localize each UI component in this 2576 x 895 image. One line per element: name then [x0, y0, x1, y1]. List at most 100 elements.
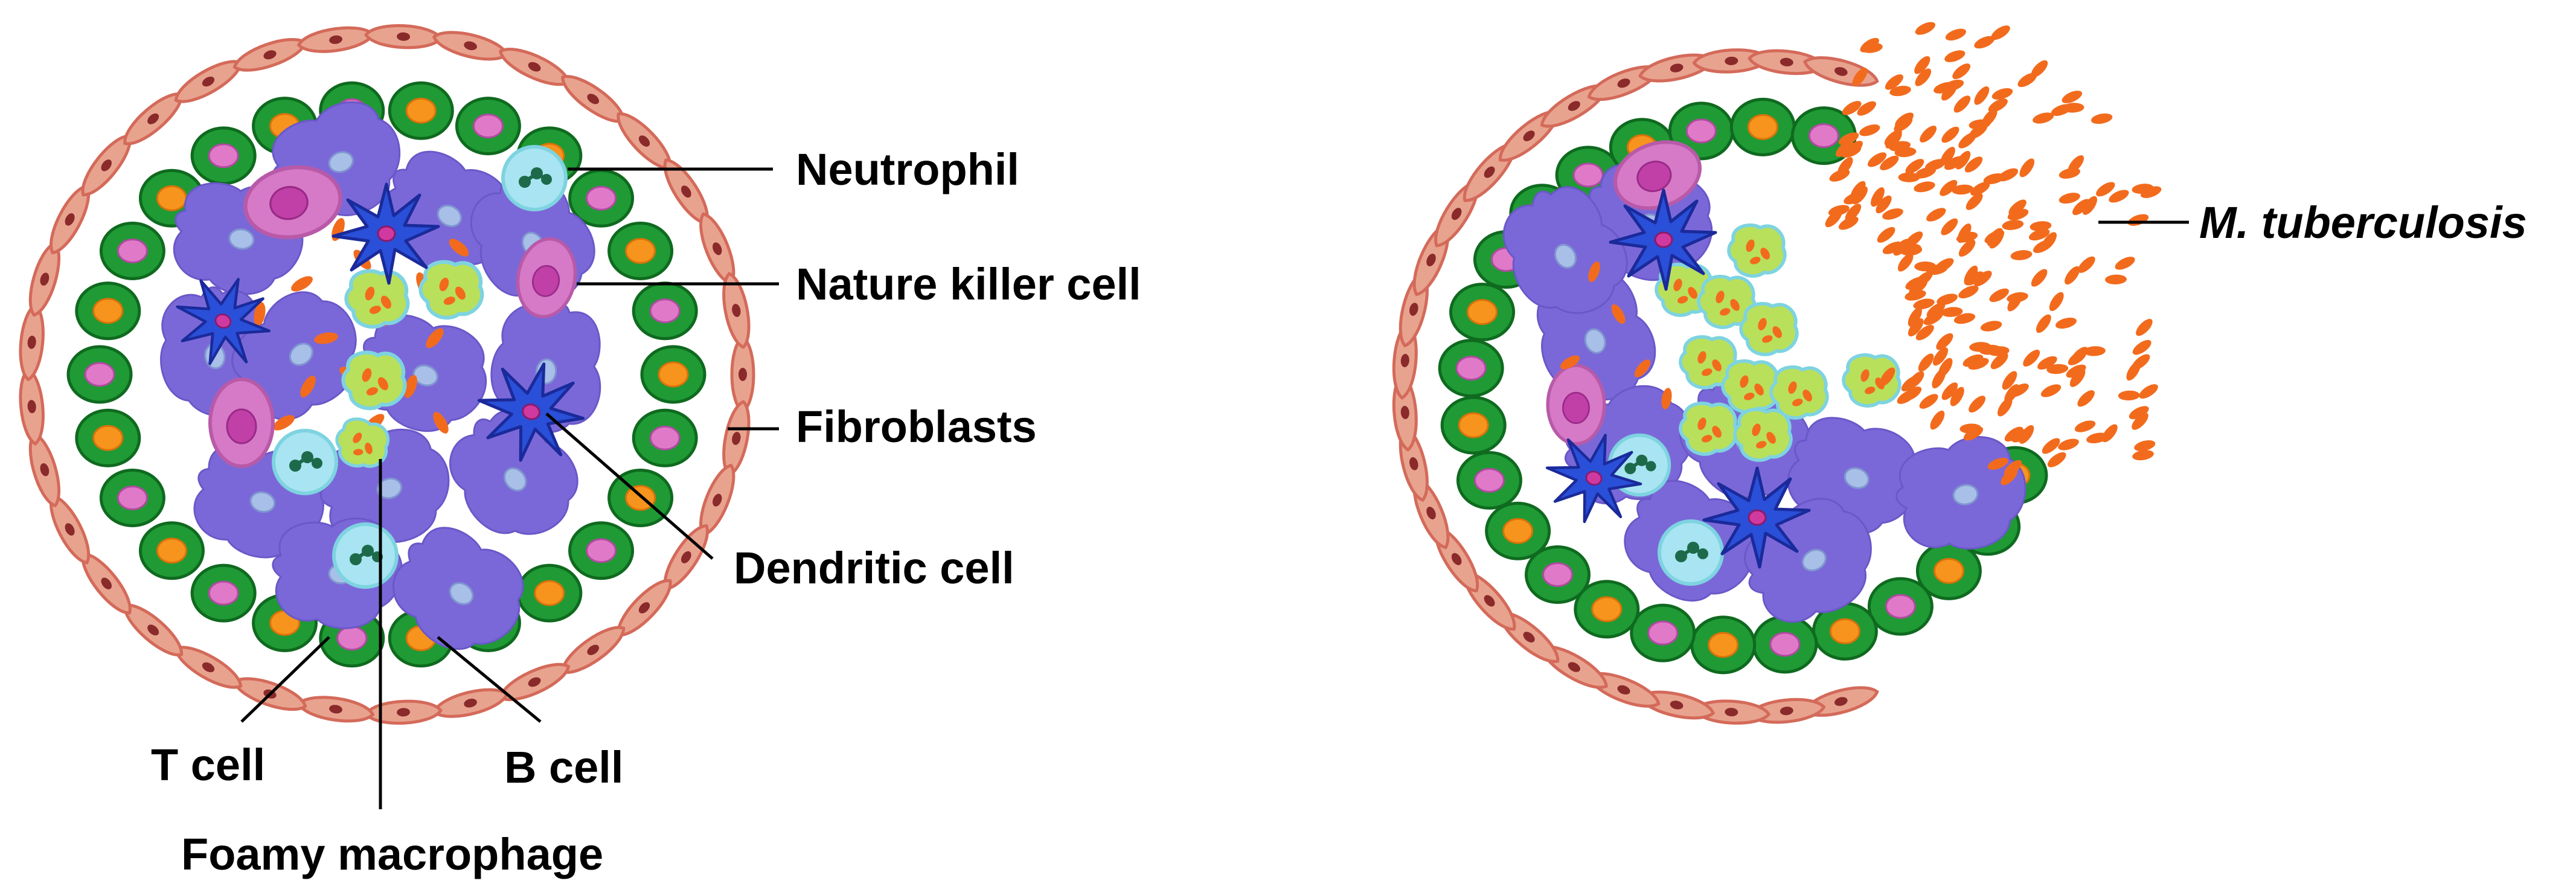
fibroblast-icon	[297, 693, 374, 725]
fibroblast-icon	[24, 431, 65, 508]
foamy-macrophage-icon	[1735, 409, 1791, 460]
neutrophil-icon	[274, 431, 336, 493]
bacterium-icon	[2113, 254, 2137, 273]
b-cell-icon	[68, 347, 131, 402]
bacterium-icon	[2057, 190, 2081, 206]
fibroblast-icon	[365, 24, 441, 50]
bacterium-icon	[1951, 92, 1973, 115]
neutrophil-icon	[334, 524, 397, 587]
fibroblast-icon	[170, 53, 246, 109]
leader-lines	[240, 167, 2189, 809]
b-cell-icon	[1869, 579, 1932, 634]
fibroblast-icon	[432, 684, 510, 722]
bacterium-icon	[2118, 390, 2141, 401]
t-cell-icon	[77, 283, 139, 339]
t-cell-icon	[609, 223, 672, 279]
fibroblast-icon	[18, 368, 46, 445]
fibroblast-icon	[24, 240, 65, 318]
bacterium-icon	[1971, 83, 1992, 107]
foamy-macrophage-icon	[343, 353, 405, 408]
bacterium-icon	[2056, 436, 2081, 453]
bacterium-icon	[1912, 179, 1937, 194]
t-cell-icon	[389, 83, 452, 138]
b-cell-icon	[633, 283, 696, 339]
bacterium-icon	[2136, 381, 2161, 402]
bacterium-icon	[1917, 391, 1941, 412]
foamy-macrophage-icon	[346, 271, 408, 327]
b-cell-icon	[633, 410, 696, 466]
b-cell-icon	[101, 470, 164, 525]
fibroblasts-label: Fibroblasts	[796, 402, 1037, 452]
b-cell-icon	[101, 223, 164, 279]
bacterium-icon	[1943, 48, 1967, 65]
bacterium-icon	[2016, 156, 2037, 180]
b-cell-icon	[1440, 341, 1502, 396]
t-cell-icon	[1451, 284, 1514, 340]
fibroblast-icon	[496, 656, 573, 707]
bacterium-icon	[2090, 112, 2113, 126]
bacterium-icon	[2130, 337, 2154, 358]
t-cell-label: T cell	[151, 740, 265, 790]
bacterium-icon	[2074, 387, 2098, 409]
foamy-macrophage-icon	[420, 262, 482, 318]
bacterium-icon	[2039, 382, 2063, 400]
t-cell-icon	[1487, 503, 1549, 559]
bacterium-icon	[1939, 124, 1962, 146]
t-cell-leader	[240, 636, 330, 723]
dendritic-cell-leader	[545, 412, 714, 560]
bacterium-icon	[1924, 205, 1948, 225]
fibroblast-icon	[432, 27, 510, 65]
foamy-macrophage-icon	[1729, 225, 1785, 276]
foamy-macrophage-icon	[1680, 403, 1737, 454]
bacterium-icon	[1979, 319, 2003, 333]
t-cell-icon	[518, 565, 581, 621]
t-cell-icon	[1442, 397, 1505, 453]
b-cell-icon	[570, 523, 633, 579]
bacterium-icon	[1950, 60, 1973, 82]
fibroblast-icon	[18, 304, 46, 380]
b-cell-icon	[1754, 617, 1816, 672]
mtb-label: M. tuberculosis	[2199, 197, 2527, 248]
nk-cell-label: Nature killer cell	[796, 259, 1141, 309]
bacterium-icon	[1944, 26, 1968, 43]
b-cell-leader	[437, 636, 542, 723]
neutrophil-icon	[503, 147, 566, 210]
fibroblast-icon	[365, 699, 441, 725]
neutrophil-icon	[1659, 521, 1722, 584]
bacterium-icon	[1966, 393, 1988, 415]
t-cell-icon	[1731, 99, 1794, 155]
b-cell-icon	[192, 565, 255, 621]
bacterium-icon	[2073, 418, 2097, 435]
bacterium-icon	[2126, 211, 2150, 228]
foamy-macrophage-icon	[1844, 355, 1900, 406]
b-cell-icon	[192, 128, 255, 184]
nk-cell-icon	[210, 379, 273, 466]
t-cell-icon	[140, 523, 203, 579]
fibroblast-icon	[719, 400, 754, 478]
bacterium-icon	[1913, 19, 1938, 38]
bacterium-icon	[2104, 274, 2127, 285]
bacterium-icon	[1938, 216, 1961, 239]
fibroblast-icon	[1802, 51, 1880, 92]
bacterium-icon	[2133, 316, 2156, 339]
foamy-macrophage-label: Foamy macrophage	[181, 829, 603, 879]
bacterium-icon	[2001, 218, 2025, 232]
bacterium-icon	[1917, 123, 1940, 146]
fibroblast-icon	[231, 33, 309, 78]
foamy-macrophage-icon	[1741, 304, 1797, 354]
bacterium-icon	[2054, 315, 2078, 331]
b-cell-icon	[457, 98, 519, 154]
dendritic-cell-label: Dendritic cell	[734, 543, 1014, 593]
t-cell-icon	[77, 410, 139, 466]
b-cell-icon	[1458, 452, 1520, 508]
fibroblast-icon	[496, 41, 573, 92]
b-cell-icon	[1632, 605, 1694, 661]
bacterium-icon	[1857, 122, 1882, 139]
t-cell-icon	[642, 347, 705, 402]
neutrophil-label: Neutrophil	[796, 144, 1019, 194]
bacterium-icon	[2028, 266, 2051, 289]
ruptured-granuloma	[1391, 19, 2163, 725]
bacterium-icon	[2010, 249, 2033, 261]
nk-cell-icon	[1548, 365, 1604, 444]
bacterium-icon	[2046, 289, 2067, 313]
